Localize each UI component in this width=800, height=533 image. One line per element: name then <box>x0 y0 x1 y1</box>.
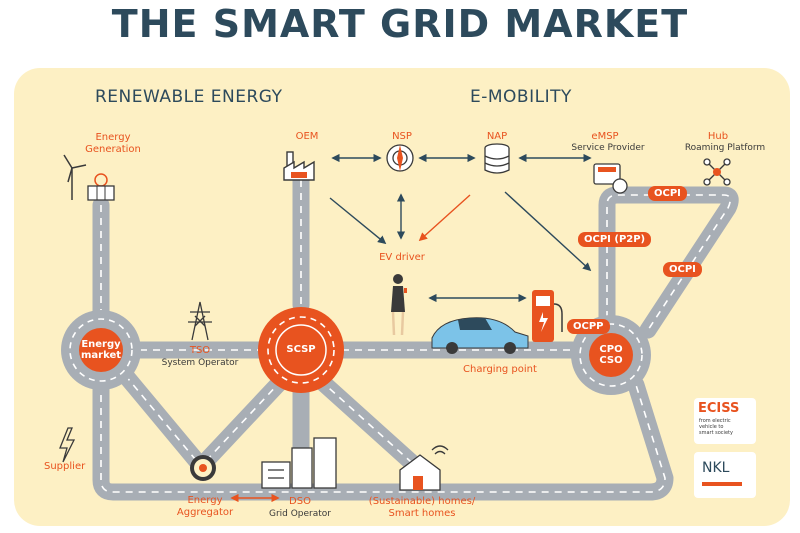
charging-point-label: Charging point <box>463 364 537 375</box>
ocpi-p2p-badge: OCPI (P2P) <box>578 232 652 247</box>
flow-arrows <box>230 153 592 503</box>
nkl-logo-name: NKL <box>702 460 730 476</box>
electric-car-icon <box>431 317 529 354</box>
hub-label: Hub <box>707 131 729 142</box>
ocpi-right-badge: OCPI <box>663 262 702 277</box>
charging-station-icon <box>532 290 563 342</box>
energy-market-hub <box>61 310 141 390</box>
ev-driver-label: EV driver <box>379 252 425 263</box>
card-reader-icon <box>593 163 628 194</box>
emsp-label: eMSP <box>591 131 619 142</box>
eciss-logo-name: ECISS <box>698 401 740 416</box>
energy-market-label: Energy market <box>80 339 122 361</box>
ocpp-badge: OCPP <box>567 319 610 334</box>
nkl-logo: NKL <box>694 452 756 498</box>
solar-panel-icon <box>87 173 115 201</box>
nsp-label: NSP <box>392 131 412 142</box>
eciss-logo: ECISS from electric vehicle to smart soc… <box>694 398 756 444</box>
dso-label: DSO <box>289 496 311 507</box>
factory-icon <box>283 151 315 181</box>
tso-label: TSO <box>189 345 211 356</box>
person-phone-icon <box>391 274 407 336</box>
oem-label: OEM <box>295 131 319 142</box>
section-renewable-energy: RENEWABLE ENERGY <box>95 87 283 107</box>
hub-sublabel: Roaming Platform <box>684 143 766 153</box>
nap-label: NAP <box>486 131 508 142</box>
energy-generation-label: Energy Generation <box>85 132 141 155</box>
ocpi-top-badge: OCPI <box>648 186 687 201</box>
supplier-label: Supplier <box>44 461 86 472</box>
dso-sublabel: Grid Operator <box>268 509 332 519</box>
homes-label: (Sustainable) homes/ Smart homes <box>368 496 476 519</box>
scsp-label: SCSP <box>286 344 316 355</box>
wind-turbine-icon <box>63 154 87 200</box>
tso-sublabel: System Operator <box>161 358 239 368</box>
road-supplier-loop <box>92 373 674 501</box>
nkl-logo-bar <box>702 482 742 486</box>
smart-home-icon <box>399 445 449 491</box>
emsp-sublabel: Service Provider <box>571 143 645 153</box>
scsp-hub <box>258 307 344 393</box>
compass-icon <box>386 144 414 172</box>
gear-icon <box>190 455 216 481</box>
network-hub-icon <box>703 158 731 186</box>
section-e-mobility: E-MOBILITY <box>470 87 572 107</box>
page-title: THE SMART GRID MARKET <box>111 2 689 46</box>
power-pylon-icon <box>188 301 212 341</box>
energy-aggregator-label: Energy Aggregator <box>176 495 234 518</box>
cpo-cso-label: CPO CSO <box>599 344 623 366</box>
substation-icon <box>261 437 337 489</box>
database-icon <box>484 143 510 174</box>
lightning-icon <box>59 427 76 463</box>
cpo-cso-hub <box>571 315 651 395</box>
eciss-logo-tagline: from electric vehicle to smart society <box>699 418 733 436</box>
